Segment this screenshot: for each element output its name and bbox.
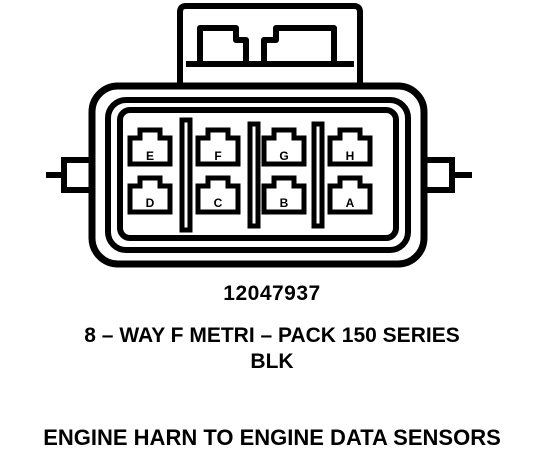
separator-ribs [179,117,325,233]
side-tab-left [46,157,95,193]
cavity-label: G [279,149,288,163]
cavity-h: H [327,127,373,167]
part-number: 12047937 [223,282,321,305]
cavity-f: F [195,127,241,167]
cavity-e: E [127,127,173,167]
connector-color: BLK [250,350,294,373]
cavity-b: B [261,175,307,215]
connector-latch [177,3,363,86]
cavity-d: D [127,175,173,215]
cavity-label: A [346,196,355,210]
connector-housing-inner [105,97,411,253]
cavity-label: C [214,196,223,210]
connector-housing-outer [88,82,428,268]
cavity-label: B [280,196,289,210]
cavities-bottom-row: D C B A [127,175,373,215]
connector-diagram: E F G H D C B A [46,3,472,268]
side-tab-right [421,157,472,193]
cavity-label: F [214,149,221,163]
cavity-label: E [146,149,154,163]
connector-description: 8 – WAY F METRI – PACK 150 SERIES [84,324,460,347]
circuit-description: ENGINE HARN TO ENGINE DATA SENSORS [43,425,501,450]
cavity-label: H [346,149,355,163]
cavity-g: G [261,127,307,167]
cavity-c: C [195,175,241,215]
cavity-a: A [327,175,373,215]
cavities-top-row: E F G H [127,127,373,167]
terminal-face [117,107,399,241]
cavity-label: D [146,196,155,210]
